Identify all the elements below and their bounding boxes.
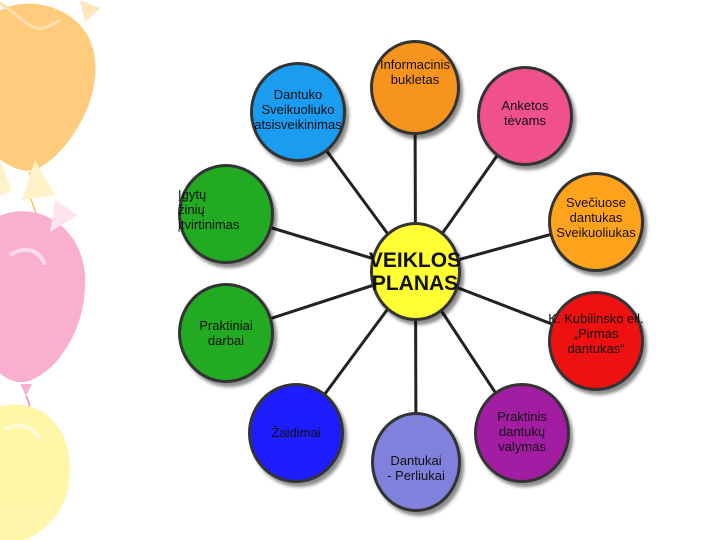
node-label-dantuko-atsisveikinimas: Dantuko Sveikuoliuko atsisveikinimas (236, 87, 360, 132)
node-label-kubilinsko-eil: K. Kubilinsko eil. „Pirmas dantukas“ (528, 311, 664, 356)
node-label-sveciuose-dantukas: Svečiuose dantukas Sveikuoliukas (530, 195, 662, 240)
node-informacinis-bukletas (370, 40, 460, 135)
center-label: VEIKLOS PLANAS (352, 249, 478, 295)
node-label-informacinis-bukletas: Informacinis bukletas (350, 57, 480, 87)
node-label-anketos-tevams: Anketos tėvams (465, 98, 585, 128)
node-label-praktiniai-darbai: Praktiniai darbai (166, 318, 286, 348)
node-label-igytu-ziniu: Įgytų žinių įtvirtinimas (178, 187, 278, 232)
node-label-praktinis-valymas: Praktinis dantukų valymas (462, 409, 582, 454)
node-label-zaidimai: Žaidimai (246, 425, 346, 440)
node-label-dantukai-perliukai: Dantukai - Perliukai (356, 453, 476, 483)
